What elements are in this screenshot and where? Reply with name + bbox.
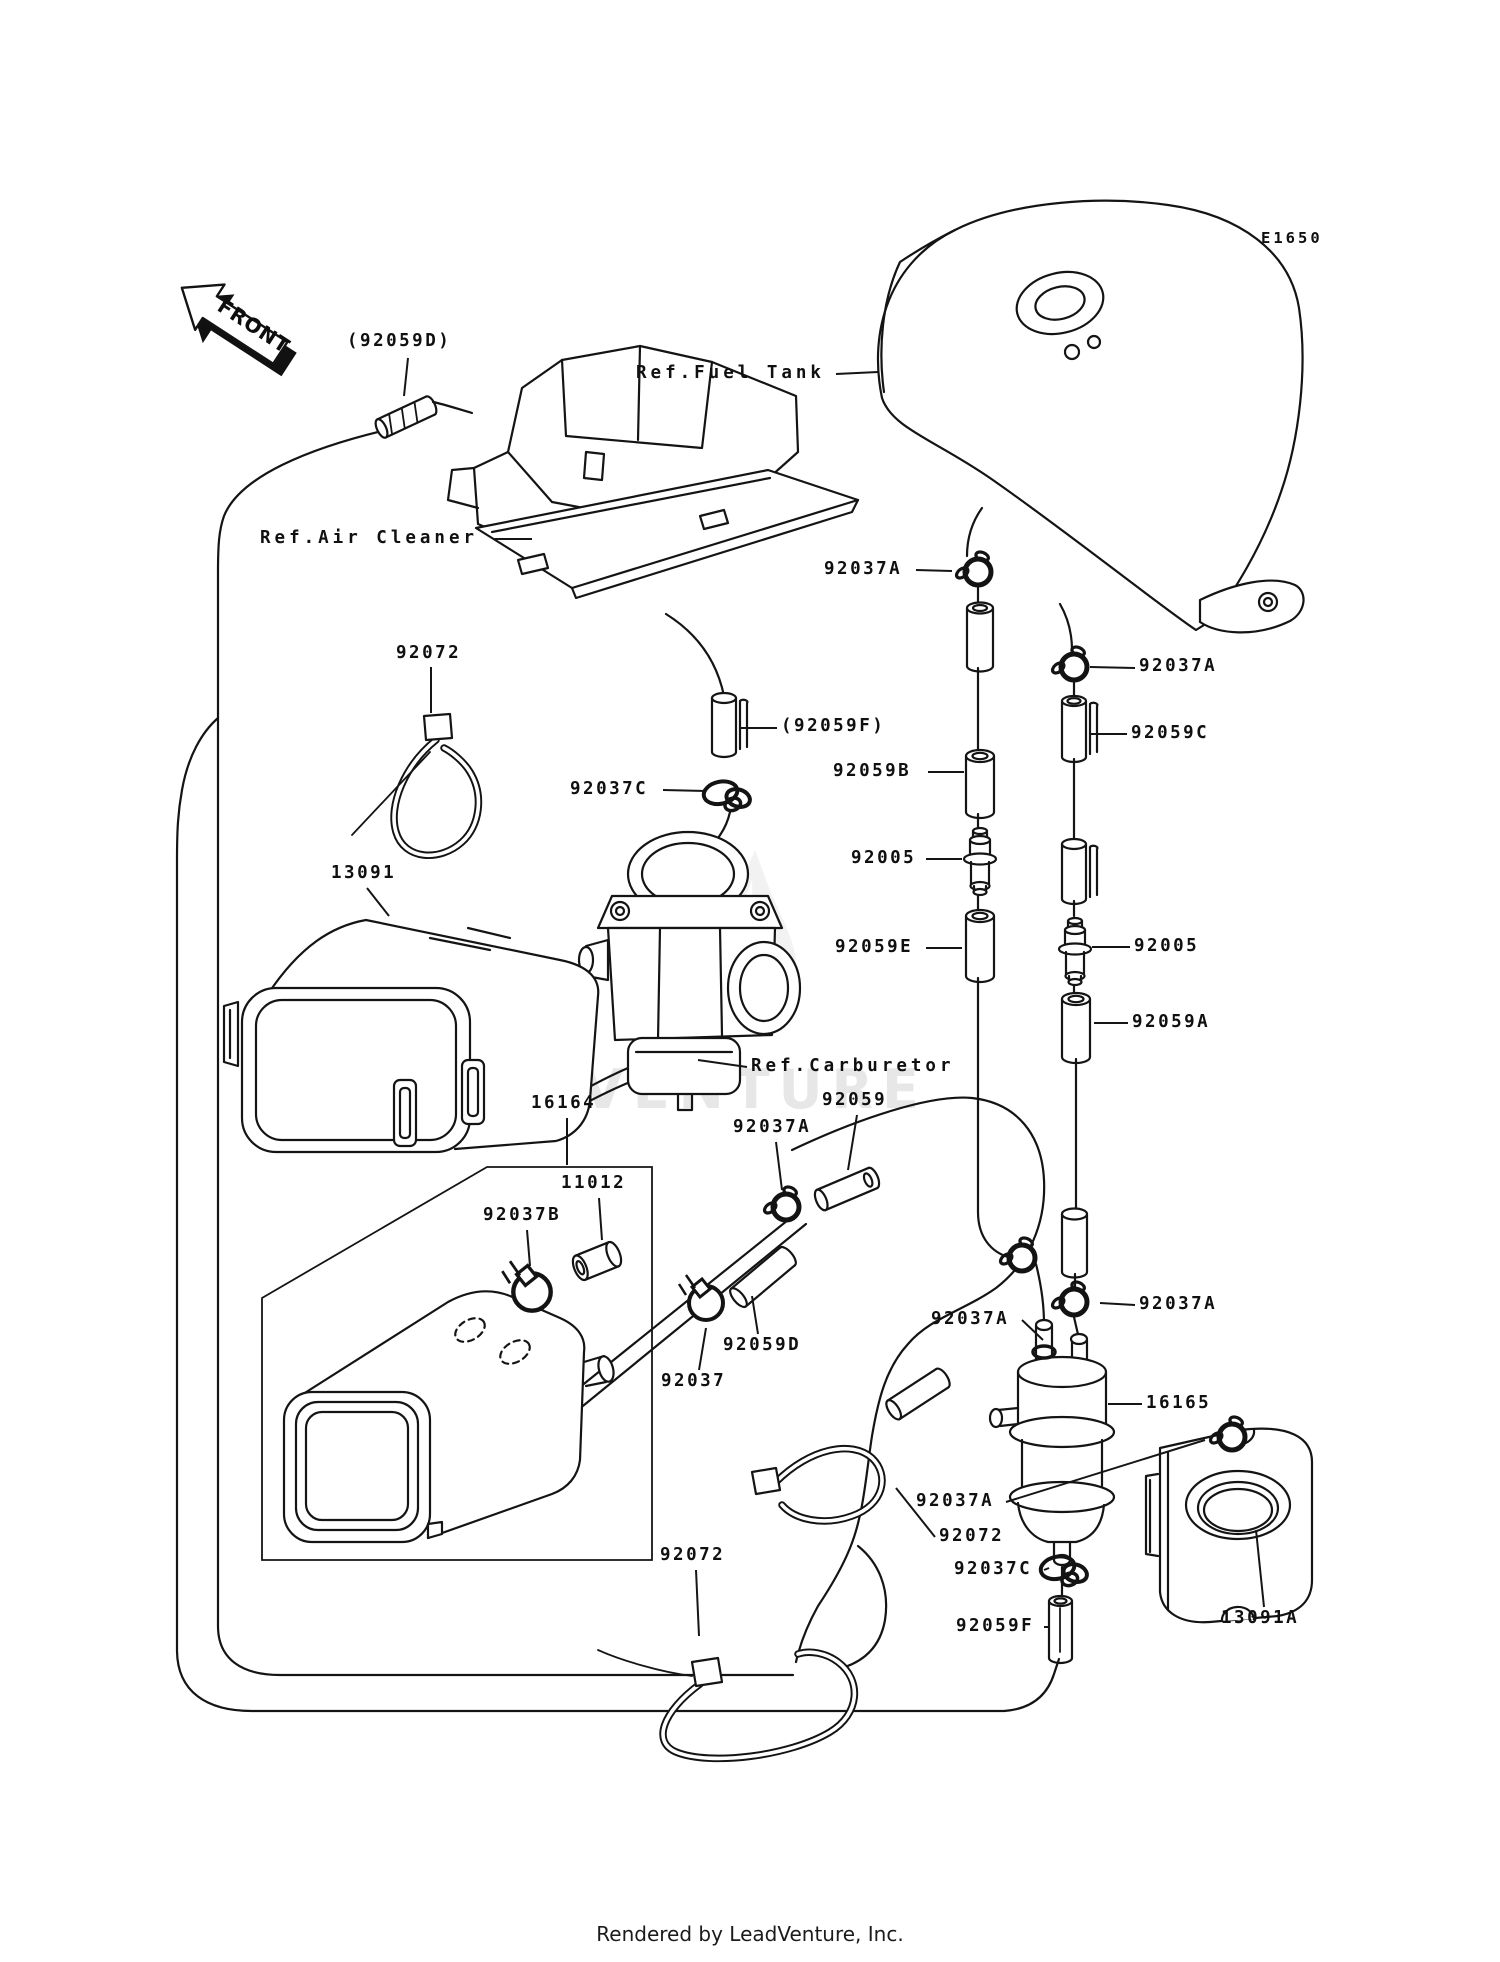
tube-92059f-bottom: [1047, 1594, 1074, 1665]
fitting-92005-left: [962, 826, 998, 897]
leader-92037a-5: [1099, 1302, 1136, 1306]
wire-clip-92037c-top: [699, 776, 755, 815]
fitting-92005-right: [1057, 916, 1093, 987]
leader-13091: [366, 887, 390, 917]
part-label-92072-right[interactable]: 92072: [939, 1526, 1005, 1546]
footer-credit: Rendered by LeadVenture, Inc.: [596, 1922, 904, 1946]
part-label-92059d-low[interactable]: 92059D: [723, 1335, 802, 1355]
leader-92037: [698, 1327, 707, 1371]
leader-ref-fuel-tank: [835, 371, 879, 375]
hose-clip-92037a-5: [1051, 1280, 1087, 1315]
tube-92059b: [964, 748, 996, 820]
part-label-92059f-bot[interactable]: 92059F: [956, 1616, 1035, 1636]
cable-tie-92072-top: [351, 712, 483, 859]
leader-92072-bot: [695, 1569, 700, 1637]
hose-clip-92037a-1: [955, 550, 991, 585]
filter-holder-13091a: [1144, 1427, 1314, 1624]
leader-92059: [847, 1114, 858, 1171]
tube-joint-top: [965, 601, 995, 673]
cable-tie-92072-right: [750, 1444, 886, 1525]
part-label-92037a-6[interactable]: 92037A: [916, 1491, 995, 1511]
hose-piece-mid: [885, 1367, 951, 1421]
part-label-92059e[interactable]: 92059E: [835, 937, 914, 957]
leader-92037c-top: [662, 789, 707, 792]
leader-ref-carburetor: [697, 1059, 748, 1068]
leader-92037a-1: [915, 569, 953, 572]
leader-lines: [366, 357, 1265, 1637]
leader-13091a: [1255, 1529, 1265, 1608]
part-label-ref-fuel-tank[interactable]: Ref.Fuel Tank: [636, 363, 825, 383]
tube-92059c: [1060, 694, 1099, 764]
canister-13091: [222, 918, 600, 1154]
part-label-13091[interactable]: 13091: [331, 863, 397, 883]
part-label-92072-bot[interactable]: 92072: [660, 1545, 726, 1565]
leader-92059d-low: [751, 1295, 759, 1335]
part-label-92059a[interactable]: 92059A: [1132, 1012, 1211, 1032]
tube-double-right: [1060, 837, 1099, 906]
fuel-tank: [876, 199, 1305, 634]
cable-tie-92072-bottom: [597, 1648, 858, 1763]
part-label-92037c-top[interactable]: 92037C: [570, 779, 649, 799]
leader-92059d-paren: [403, 357, 409, 397]
part-label-92072-top[interactable]: 92072: [396, 643, 462, 663]
carburetor: [577, 830, 802, 1112]
tube-92059e: [964, 908, 996, 984]
part-label-92037a-3[interactable]: 92037A: [733, 1117, 812, 1137]
leader-92037a-3: [775, 1141, 783, 1191]
part-label-92037[interactable]: 92037: [661, 1371, 727, 1391]
screw-clamp-92037: [677, 1273, 725, 1322]
part-label-92059d-paren[interactable]: (92059D): [347, 331, 452, 351]
part-label-92059c[interactable]: 92059C: [1131, 723, 1210, 743]
part-label-92037a-2[interactable]: 92037A: [1139, 656, 1218, 676]
canister-16164: [282, 1290, 615, 1544]
part-label-11012[interactable]: 11012: [561, 1173, 627, 1193]
part-label-92037c-bot[interactable]: 92037C: [954, 1559, 1033, 1579]
part-label-ref-carburetor[interactable]: Ref.Carburetor: [751, 1056, 955, 1076]
tube-92059d-top: [374, 395, 438, 439]
part-label-16164[interactable]: 16164: [531, 1093, 597, 1113]
hose-piece-92059: [813, 1166, 881, 1212]
part-label-92037a-1[interactable]: 92037A: [824, 559, 903, 579]
wire-clip-92037c-bottom: [1036, 1551, 1092, 1590]
part-label-92059f-paren[interactable]: (92059F): [781, 716, 886, 736]
tube-92059d-lower: [729, 1246, 797, 1309]
part-label-92037a-5[interactable]: 92037A: [1139, 1294, 1218, 1314]
part-label-92059b[interactable]: 92059B: [833, 761, 912, 781]
fuel-filter-16165: [988, 1318, 1116, 1567]
part-label-92059[interactable]: 92059: [822, 1090, 888, 1110]
leader-11012: [598, 1197, 603, 1241]
tube-92059f-top: [710, 691, 749, 759]
part-label-92005-left[interactable]: 92005: [851, 848, 917, 868]
tube-92059a: [1060, 991, 1092, 1065]
tube-lower-right: [1060, 1207, 1089, 1279]
part-label-92037a-4[interactable]: 92037A: [931, 1309, 1010, 1329]
hose-clip-92037a-3: [763, 1185, 799, 1220]
part-label-92037b[interactable]: 92037B: [483, 1205, 562, 1225]
hose-clip-92037a-2: [1051, 645, 1087, 680]
part-label-e1650[interactable]: E1650: [1261, 229, 1323, 247]
air-cleaner: [446, 344, 860, 600]
front-arrow: [180, 283, 297, 377]
part-label-16165[interactable]: 16165: [1146, 1393, 1212, 1413]
leader-92037a-2: [1089, 666, 1136, 669]
leader-92037c-bot: [1043, 1567, 1050, 1571]
leader-92037b: [526, 1229, 531, 1267]
part-label-ref-air-cleaner[interactable]: Ref.Air Cleaner: [260, 528, 479, 548]
leader-92072-right: [895, 1487, 936, 1538]
leader-92037a-4: [1021, 1319, 1044, 1341]
leader-92037a-6: [1005, 1439, 1206, 1503]
part-label-13091a[interactable]: 13091A: [1221, 1608, 1300, 1628]
bushing-11012: [571, 1240, 623, 1282]
part-label-92005-right[interactable]: 92005: [1134, 936, 1200, 956]
hose-clip-92037a-4: [999, 1236, 1035, 1271]
group-box-16164: [261, 1166, 653, 1561]
